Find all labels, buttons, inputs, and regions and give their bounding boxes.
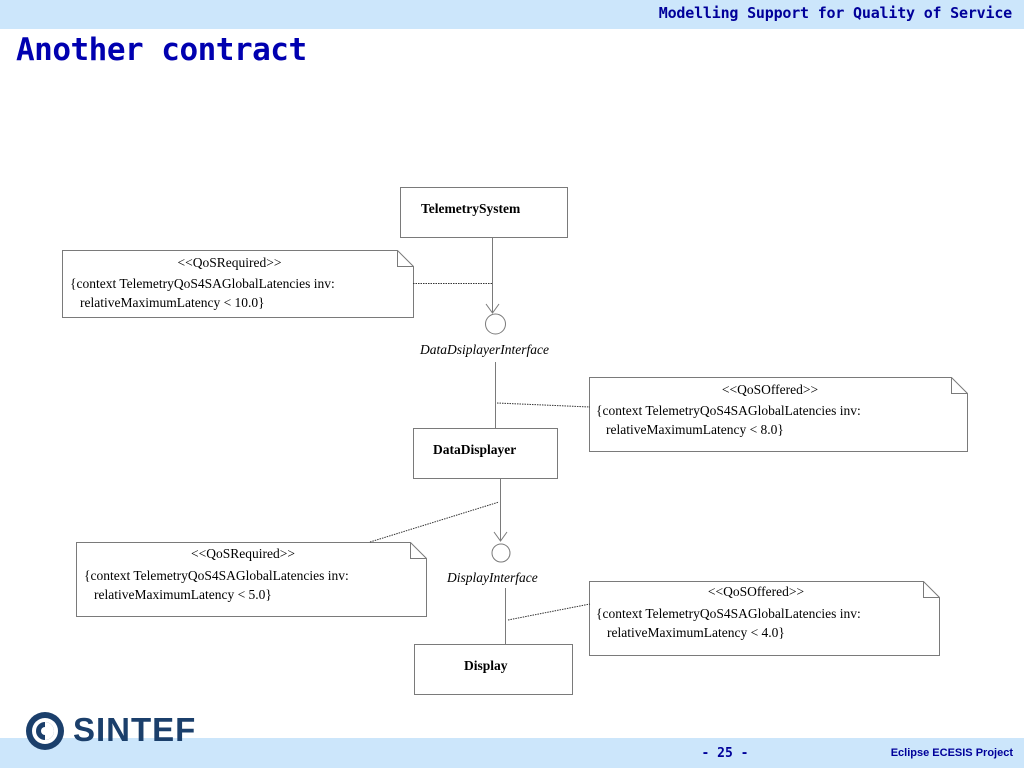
header-title: Modelling Support for Quality of Service — [658, 4, 1012, 22]
telemetry-system-box — [400, 187, 568, 238]
display-box — [414, 644, 573, 695]
header-bar — [0, 0, 1024, 29]
note4-connector — [507, 603, 591, 621]
note1-fold — [397, 250, 414, 267]
data-displayer-interface-label: DataDsiplayerInterface — [420, 342, 549, 357]
note2-box — [589, 377, 968, 452]
note3-connector — [369, 501, 500, 543]
dependency-arrowhead-2 — [493, 531, 508, 542]
note2-line2: relativeMaximumLatency < 8.0} — [606, 422, 784, 437]
note3-line1: {context TelemetryQoS4SAGlobalLatencies … — [84, 568, 349, 583]
note2-line1: {context TelemetryQoS4SAGlobalLatencies … — [596, 403, 861, 418]
note4-box — [589, 581, 940, 656]
note2-fold — [951, 377, 968, 394]
display-interface-label: DisplayInterface — [447, 570, 538, 585]
note2-stereotype: <<QoSOffered>> — [721, 382, 819, 397]
note1-line2: relativeMaximumLatency < 10.0} — [80, 295, 265, 310]
note2-connector — [496, 402, 591, 408]
note1-stereotype: <<QoSRequired>> — [177, 255, 282, 270]
note4-line1: {context TelemetryQoS4SAGlobalLatencies … — [596, 606, 861, 621]
note3-fold — [410, 542, 427, 559]
note4-line2: relativeMaximumLatency < 4.0} — [607, 625, 785, 640]
note4-fold — [923, 581, 940, 598]
note1-line1: {context TelemetryQoS4SAGlobalLatencies … — [70, 276, 335, 291]
dependency-arrowhead-1 — [485, 303, 500, 314]
note3-line2: relativeMaximumLatency < 5.0} — [94, 587, 272, 602]
footer-bar — [0, 738, 1024, 768]
sintef-logo-text: SINTEF — [73, 711, 197, 748]
slide-title: Another contract — [16, 32, 307, 68]
interface-circle-2 — [491, 543, 511, 563]
display-label: Display — [464, 658, 508, 673]
sintef-logo-icon — [26, 712, 64, 750]
note1-box — [62, 250, 414, 318]
footer-project: Eclipse ECESIS Project — [890, 747, 1013, 759]
note3-box — [76, 542, 427, 617]
interface-circle-1 — [485, 313, 506, 335]
data-displayer-box — [413, 428, 558, 479]
page-number: - 25 - — [701, 746, 749, 761]
telemetry-system-label: TelemetrySystem — [421, 201, 521, 216]
note4-stereotype: <<QoSOffered>> — [707, 584, 805, 599]
note3-stereotype: <<QoSRequired>> — [191, 546, 295, 561]
data-displayer-label: DataDisplayer — [433, 442, 517, 457]
